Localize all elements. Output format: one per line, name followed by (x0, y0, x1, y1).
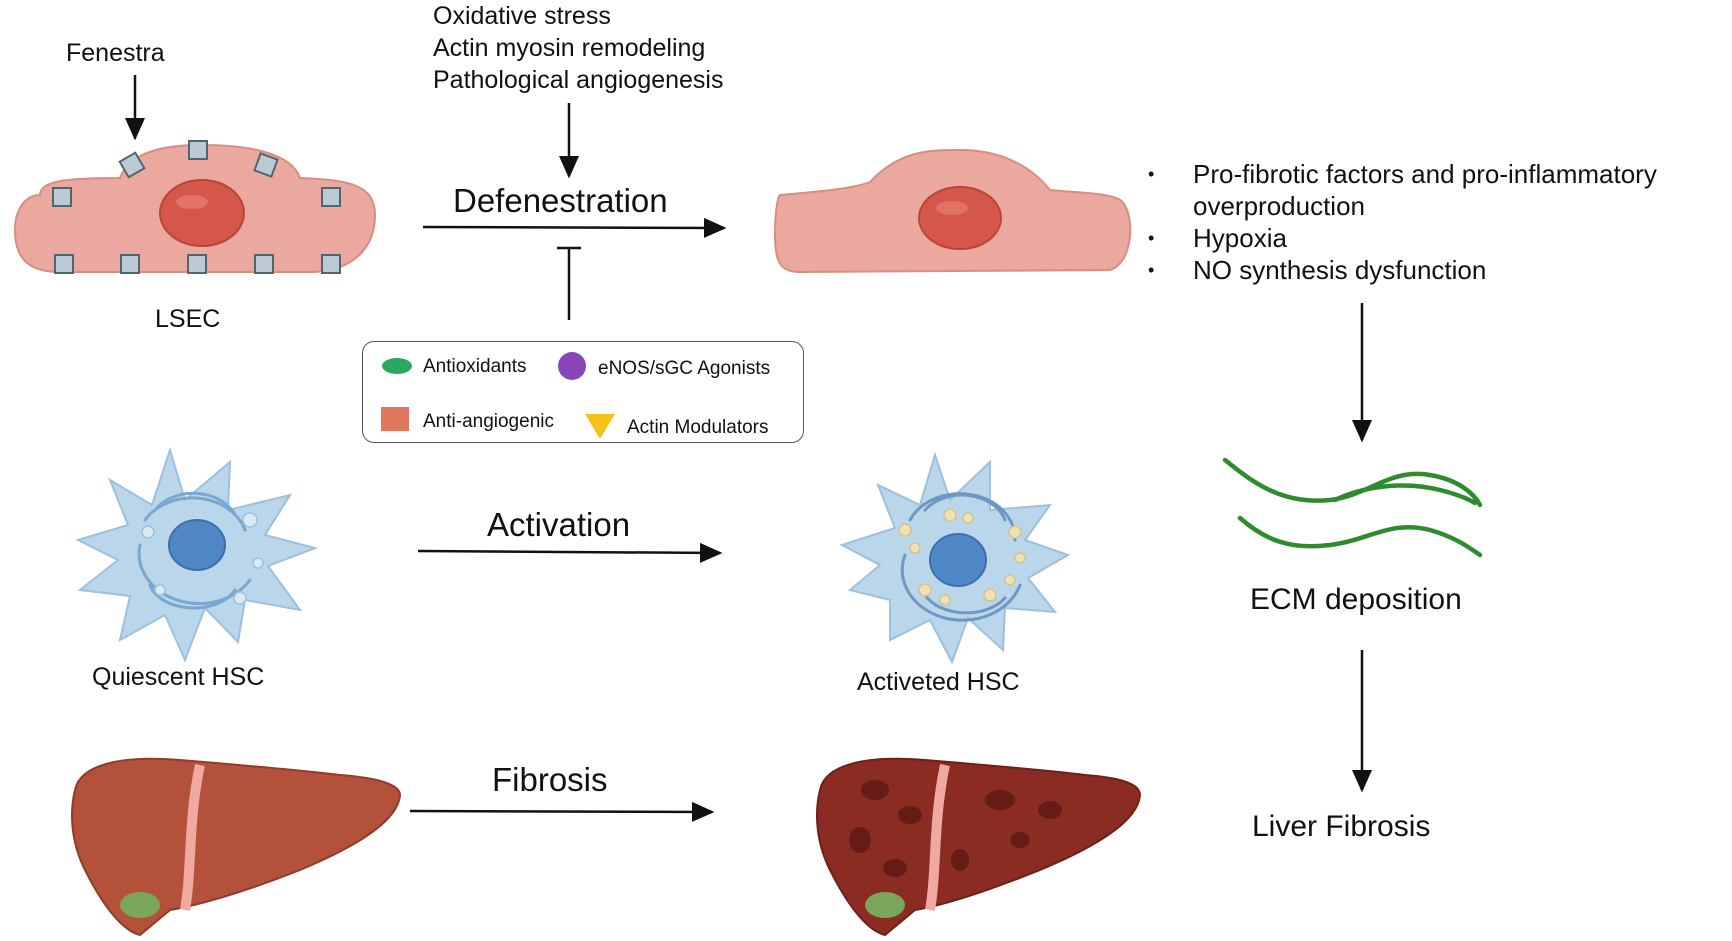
activated-hsc (839, 451, 1071, 665)
consequence-item: • Pro-fibrotic factors and pro-inflammat… (1148, 159, 1657, 221)
legend-antioxidants: Antioxidants (423, 356, 527, 377)
defenestrated-cell (773, 148, 1132, 274)
trigger-actin: Actin myosin remodeling (433, 34, 706, 62)
antiangiogenic-swatch (381, 407, 409, 431)
defenestration-label: Defenestration (453, 182, 668, 219)
lsec-cell (13, 140, 377, 274)
consequence-item: • Hypoxia (1148, 223, 1287, 253)
quiescent-hsc (75, 446, 319, 663)
ecm-fibers (1222, 457, 1483, 558)
activated-hsc-label: Activeted HSC (857, 668, 1020, 696)
fibrosis-arrow (409, 801, 715, 822)
trigger-angiogenesis: Pathological angiogenesis (433, 66, 724, 94)
activation-label: Activation (487, 506, 631, 543)
trigger-oxidative: Oxidative stress (433, 2, 611, 30)
fibrotic-liver (816, 757, 1142, 937)
actin-swatch (585, 414, 615, 439)
consequence-list: • Pro-fibrotic factors and pro-inflammat… (1140, 158, 1657, 286)
fenestra-label: Fenestra (66, 39, 165, 67)
consequence-item: • NO synthesis dysfunction (1148, 255, 1487, 285)
enos-swatch (558, 352, 586, 380)
legend-enos: eNOS/sGC Agonists (598, 358, 771, 379)
fenestra-pores (52, 140, 341, 274)
healthy-liver (71, 757, 402, 937)
activation-arrow (417, 542, 723, 563)
defenestration-arrow (422, 217, 727, 238)
inhibition-line (557, 246, 581, 320)
legend-actin: Actin Modulators (627, 417, 769, 438)
lsec-label: LSEC (155, 305, 221, 333)
quiescent-hsc-label: Quiescent HSC (92, 663, 265, 691)
liver-fibrosis-label: Liver Fibrosis (1252, 810, 1431, 843)
legend-antiangiogenic: Anti-angiogenic (423, 411, 554, 432)
therapy-legend: Antioxidants eNOS/sGC Agonists Anti-angi… (362, 341, 804, 443)
ecm-deposition-label: ECM deposition (1250, 583, 1462, 616)
antioxidant-swatch (382, 358, 412, 374)
fibrosis-label: Fibrosis (492, 761, 608, 798)
